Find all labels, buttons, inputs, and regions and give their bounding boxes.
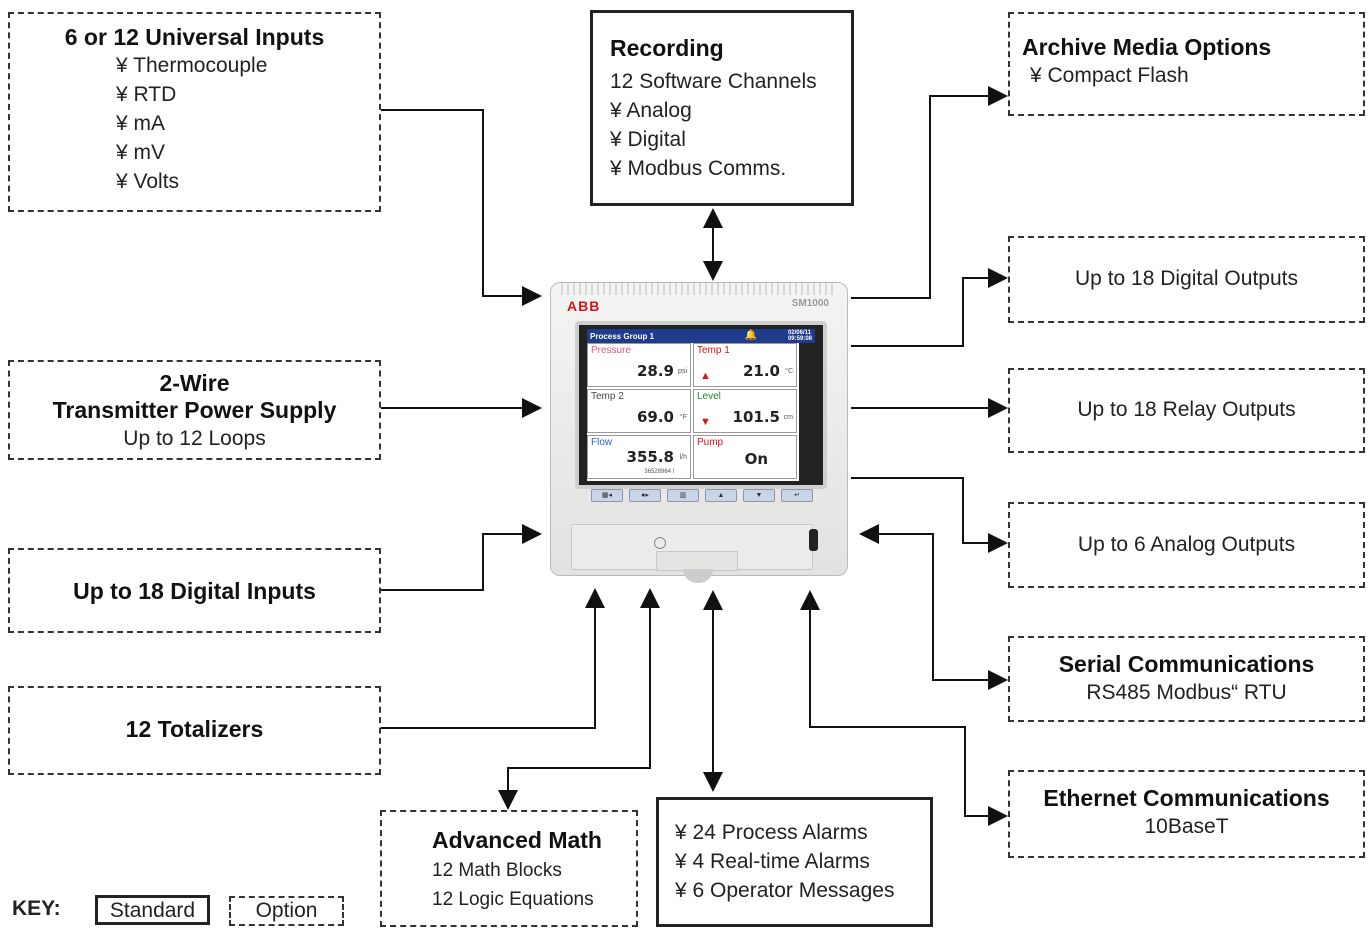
device-door: [571, 524, 813, 571]
serial-communications-box: Serial Communications RS485 Modbus“ RTU: [1008, 636, 1365, 722]
device-button-row: ▦◂ ●▸ ▥ ▲ ▼ ↵: [591, 489, 813, 502]
universal-inputs-title: 6 or 12 Universal Inputs: [64, 24, 325, 50]
recording-box: Recording 12 Software Channels ¥ Analog …: [590, 10, 854, 206]
archive-media-box: Archive Media Options ¥ Compact Flash: [1008, 12, 1365, 116]
indicator-value: 355.8: [626, 448, 674, 466]
ethernet-communications-box: Ethernet Communications 10BaseT: [1008, 770, 1365, 858]
alarms-item: ¥ 4 Real-time Alarms: [675, 850, 870, 873]
relay-outputs-text: Up to 18 Relay Outputs: [1077, 398, 1296, 421]
alarms-item: ¥ 6 Operator Messages: [675, 879, 895, 902]
key-option: Option: [229, 896, 344, 926]
recording-item: ¥ Modbus Comms.: [610, 157, 787, 180]
archive-media-title: Archive Media Options: [1022, 34, 1272, 60]
indicator-unit: psi: [678, 368, 687, 375]
indicator-value: On: [744, 450, 768, 468]
indicator-cell: Flow 355.8 l/h 36528964 l: [587, 435, 691, 479]
indicator-cell: Pump On: [693, 435, 797, 479]
down-arrow-icon: ▼: [700, 416, 711, 428]
transmitter-title-line1: 2-Wire: [159, 370, 230, 396]
indicator-unit: °C: [785, 368, 793, 375]
universal-input-item: ¥ mA: [116, 112, 166, 135]
ethernet-communications-sub: 10BaseT: [1144, 815, 1229, 838]
key-label: KEY:: [12, 897, 61, 920]
device-brand: ABB: [567, 298, 601, 314]
totalizers-box: 12 Totalizers: [8, 686, 381, 775]
recorder-device: ABB SM1000 Process Group 1 🔔 02/06/11 09…: [550, 282, 848, 583]
key-standard: Standard: [95, 895, 210, 925]
ethernet-communications-title: Ethernet Communications: [1043, 785, 1330, 811]
advanced-math-item: 12 Logic Equations: [432, 889, 594, 910]
indicator-cell: Temp 2 69.0 °F: [587, 389, 691, 433]
indicator-unit: l/h: [679, 454, 687, 461]
analog-outputs-box: Up to 6 Analog Outputs: [1008, 502, 1365, 588]
transmitter-title-line2: Transmitter Power Supply: [52, 397, 337, 423]
indicator-unit: °F: [679, 414, 687, 421]
indicator-subvalue: 36528964 l: [644, 469, 674, 475]
indicator-value: 69.0: [636, 408, 674, 426]
screen-title: Process Group 1: [590, 332, 655, 341]
device-screen: Process Group 1 🔔 02/06/11 09:59:08 Pres…: [575, 321, 827, 489]
digital-inputs-title: Up to 18 Digital Inputs: [73, 578, 316, 604]
down-button[interactable]: ▼: [743, 489, 775, 502]
indicator-cell: Level ▼ 101.5 cm: [693, 389, 797, 433]
indicator-value: 28.9: [636, 362, 674, 380]
indicator-label: Flow: [591, 437, 613, 448]
indicator-label: Pump: [697, 437, 724, 448]
advanced-math-box: Advanced Math 12 Math Blocks 12 Logic Eq…: [380, 810, 638, 927]
archive-media-item: ¥ Compact Flash: [1030, 64, 1189, 87]
digital-outputs-text: Up to 18 Digital Outputs: [1075, 267, 1298, 290]
alarms-item: ¥ 24 Process Alarms: [675, 821, 868, 844]
analog-outputs-text: Up to 6 Analog Outputs: [1077, 533, 1296, 556]
advanced-math-title: Advanced Math: [432, 827, 602, 853]
screen-header: Process Group 1 🔔 02/06/11 09:59:08: [587, 329, 815, 343]
universal-input-item: ¥ mV: [116, 141, 166, 164]
indicator-cell: Temp 1 ▲ 21.0 °C: [693, 343, 797, 387]
serial-communications-sub: RS485 Modbus“ RTU: [1086, 681, 1287, 704]
indicator-value: 21.0: [742, 362, 780, 380]
screen-date: 02/06/11: [787, 330, 811, 336]
indicator-value: 101.5: [732, 408, 780, 426]
indicator-unit: cm: [783, 414, 793, 421]
digital-outputs-box: Up to 18 Digital Outputs: [1008, 236, 1365, 323]
relay-outputs-box: Up to 18 Relay Outputs: [1008, 368, 1365, 453]
serial-communications-title: Serial Communications: [1058, 651, 1315, 677]
transmitter-sub: Up to 12 Loops: [123, 427, 266, 450]
cable-gland: [683, 569, 713, 583]
device-vent: [561, 283, 837, 295]
compact-flash-slot: [809, 529, 818, 551]
alarm-bell-icon: 🔔: [744, 330, 757, 341]
transmitter-power-box: 2-Wire Transmitter Power Supply Up to 12…: [8, 360, 381, 460]
recording-item: ¥ Digital: [610, 128, 686, 151]
menu-left-button[interactable]: ▦◂: [591, 489, 623, 502]
recording-title: Recording: [610, 35, 724, 61]
view-button[interactable]: ▥: [667, 489, 699, 502]
universal-input-item: ¥ Thermocouple: [116, 54, 268, 77]
universal-input-item: ¥ Volts: [116, 170, 180, 193]
indicator-label: Level: [697, 391, 721, 402]
group-button[interactable]: ●▸: [629, 489, 661, 502]
up-arrow-icon: ▲: [700, 370, 711, 382]
universal-input-item: ¥ RTD: [116, 83, 177, 106]
indicator-label: Pressure: [591, 345, 632, 356]
door-knob: [654, 537, 666, 549]
universal-inputs-box: 6 or 12 Universal Inputs ¥ Thermocouple …: [8, 12, 381, 212]
indicator-label: Temp 2: [591, 391, 624, 402]
device-model: SM1000: [791, 298, 829, 309]
screen-time: 09:59:08: [787, 336, 812, 342]
recording-item: 12 Software Channels: [610, 70, 817, 93]
totalizers-title: 12 Totalizers: [125, 716, 264, 742]
advanced-math-item: 12 Math Blocks: [432, 860, 562, 881]
recording-item: ¥ Analog: [610, 99, 692, 122]
alarms-box: ¥ 24 Process Alarms ¥ 4 Real-time Alarms…: [656, 797, 933, 927]
up-button[interactable]: ▲: [705, 489, 737, 502]
indicator-cell: Pressure 28.9 psi: [587, 343, 691, 387]
indicator-label: Temp 1: [697, 345, 730, 356]
digital-inputs-box: Up to 18 Digital Inputs: [8, 548, 381, 633]
enter-button[interactable]: ↵: [781, 489, 813, 502]
screen-datetime: 02/06/11 09:59:08: [788, 330, 812, 342]
door-tab: [656, 551, 738, 571]
screen-indicator-grid: Pressure 28.9 psi Temp 1 ▲ 21.0 °C Temp …: [587, 343, 799, 481]
